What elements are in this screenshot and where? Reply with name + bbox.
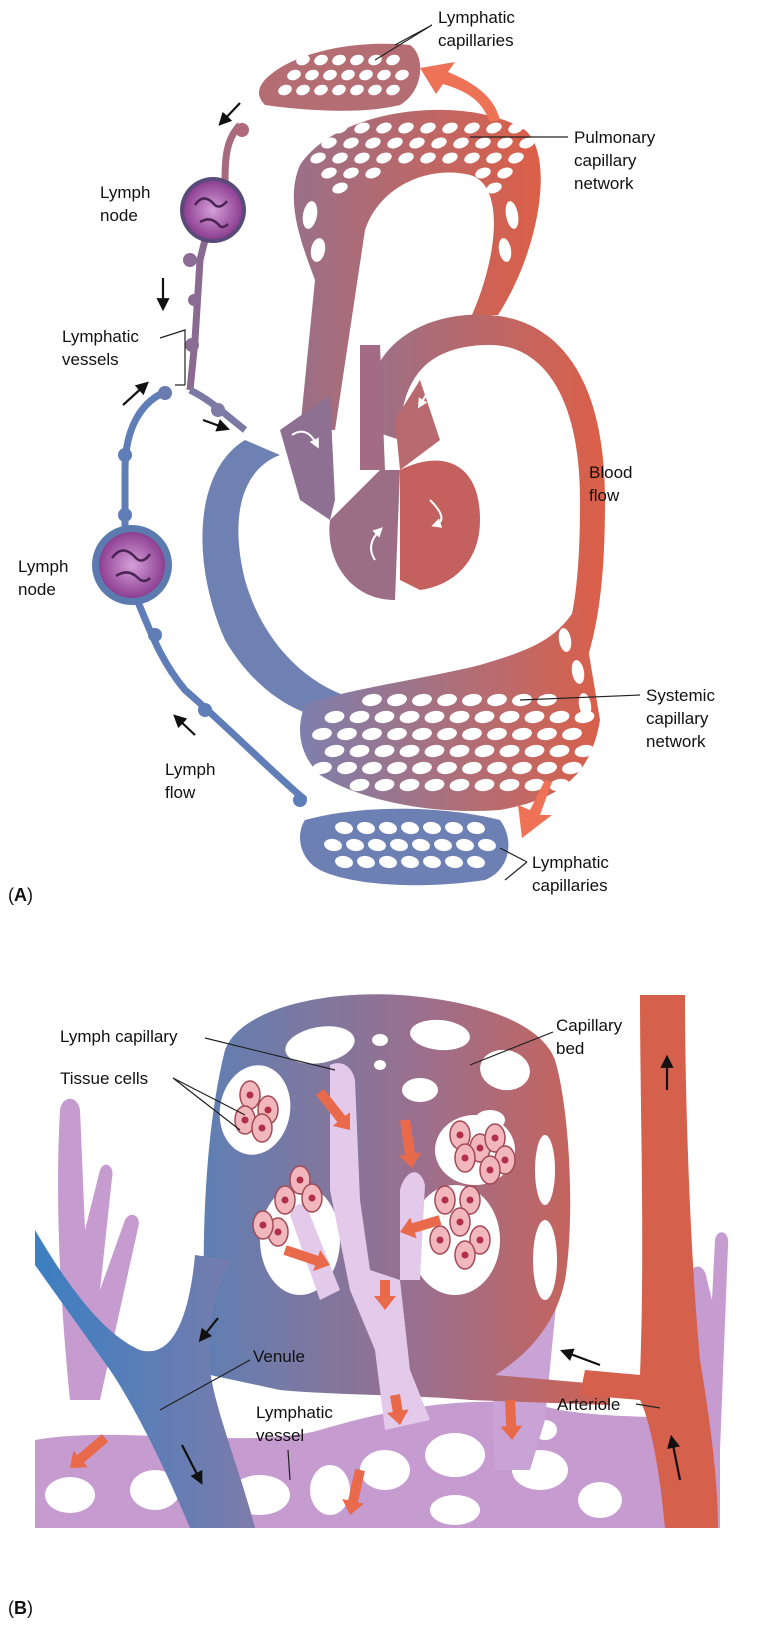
- cell-nucleus: [242, 1117, 249, 1124]
- cell-nucleus: [462, 1252, 469, 1259]
- lymph-node-bottom: [92, 525, 172, 605]
- lymph-arrow-3: [123, 385, 145, 405]
- cell-nucleus: [309, 1195, 316, 1202]
- cell-nucleus: [467, 1197, 474, 1204]
- lymphatic-capillaries-top: [259, 44, 420, 111]
- mesh-gap: [535, 1135, 555, 1205]
- label-lymph-node-top: Lymph node: [100, 183, 155, 225]
- mesh-gap: [360, 1450, 410, 1490]
- cell-nucleus: [265, 1107, 272, 1114]
- label-pulmonary-capillary-network: Pulmonary capillary network: [574, 128, 660, 193]
- mesh-gap: [45, 1477, 95, 1513]
- label-lymph-capillary: Lymph capillary: [60, 1027, 178, 1046]
- label-lymph-node-bottom: Lymph node: [18, 557, 73, 599]
- mesh-gap: [425, 1433, 485, 1477]
- cell-nucleus: [462, 1155, 469, 1162]
- arteriole-branch-arrow: [565, 1352, 600, 1365]
- pulmonary-capillary-network: [294, 110, 541, 430]
- systemic-blood-vessel-loop: [202, 440, 360, 720]
- label-capillary-bed: Capillary bed: [556, 1016, 627, 1058]
- cell-nucleus: [437, 1237, 444, 1244]
- cell-nucleus: [259, 1125, 266, 1132]
- mesh-gap: [430, 1495, 480, 1525]
- cell-nucleus: [260, 1222, 267, 1229]
- cell-nucleus: [487, 1167, 494, 1174]
- panel-label-b: (B): [8, 1598, 33, 1618]
- mesh-gap: [310, 1465, 350, 1515]
- cell-nucleus: [457, 1219, 464, 1226]
- label-lymphatic-vessels: Lymphatic vessels: [62, 327, 144, 369]
- systemic-capillary-network: [300, 600, 600, 811]
- label-lymphatic-capillaries-bottom: Lymphatic capillaries: [532, 853, 614, 895]
- mesh-gap: [578, 1482, 622, 1518]
- cell-nucleus: [247, 1092, 254, 1099]
- mesh-gap: [309, 121, 327, 136]
- label-lymph-flow: Lymph flow: [165, 760, 220, 802]
- label-systemic-capillary-network: Systemic capillary network: [646, 686, 720, 751]
- lymph-arrow-4: [203, 420, 225, 428]
- lymph-arrow-5: [177, 718, 195, 735]
- cell-nucleus: [282, 1197, 289, 1204]
- label-venule: Venule: [253, 1347, 305, 1366]
- cell-nucleus: [492, 1135, 499, 1142]
- panel-label-a: (A): [8, 885, 33, 905]
- mesh-gap: [533, 1220, 557, 1300]
- cell-nucleus: [457, 1132, 464, 1139]
- lymph-node-top: [180, 177, 246, 243]
- mesh-gap: [402, 1078, 438, 1102]
- label-lymphatic-capillaries-top: Lymphatic capillaries: [438, 8, 520, 50]
- cell-nucleus: [275, 1229, 282, 1236]
- cell-nucleus: [297, 1177, 304, 1184]
- cell-nucleus: [477, 1237, 484, 1244]
- mesh-gap: [372, 1034, 388, 1046]
- leader-lymphatic-vessels: [160, 330, 185, 385]
- panel-b: Lymph capillary Tissue cells Capillary b…: [8, 994, 728, 1618]
- cell-nucleus: [477, 1145, 484, 1152]
- lymphatic-capillaries-bottom: [300, 809, 508, 885]
- lymph-arrow-1: [222, 103, 240, 122]
- label-tissue-cells: Tissue cells: [60, 1069, 148, 1088]
- panel-a: Lymphatic capillaries Pulmonary capillar…: [8, 8, 720, 905]
- label-arteriole: Arteriole: [557, 1395, 620, 1414]
- cell-nucleus: [502, 1157, 509, 1164]
- cell-nucleus: [442, 1197, 449, 1204]
- mesh-gap: [374, 1060, 386, 1070]
